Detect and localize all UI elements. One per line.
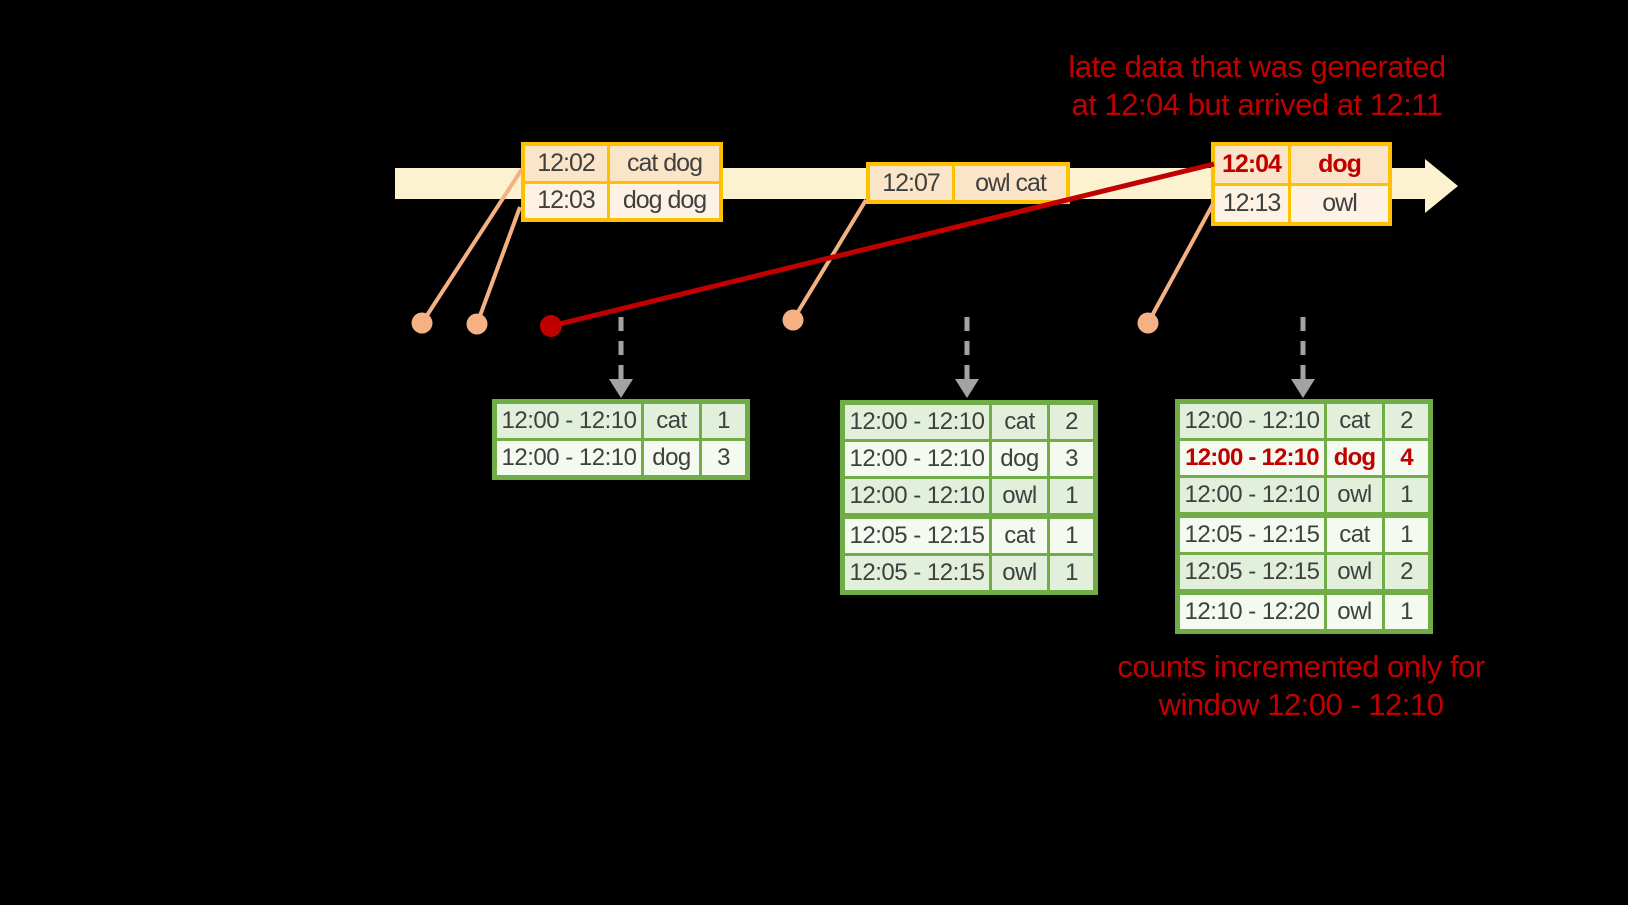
result-cell-count: 1 (699, 400, 749, 441)
event-dot-1213 (1137, 312, 1159, 334)
result-cell-word: owl (989, 553, 1050, 594)
event-time: 12:02 (525, 146, 607, 181)
event-words: owl (1291, 185, 1388, 222)
result-cell-window: 12:05 - 12:15 (841, 513, 992, 556)
counts-annotation-line1: counts incremented only for (1117, 649, 1485, 684)
late-data-annotation-line2: at 12:04 but arrived at 12:11 (1071, 87, 1443, 122)
result-cell-window: 12:00 - 12:10 (1176, 400, 1327, 441)
result-cell-count: 3 (699, 438, 749, 479)
event-dot-1203 (466, 313, 488, 335)
connector-line-1213 (1146, 203, 1215, 324)
result-cell-word: owl (989, 476, 1050, 518)
connector-line-1202 (420, 167, 524, 325)
event-words: owl cat (955, 166, 1066, 200)
result-cell-window: 12:00 - 12:10 (1176, 475, 1327, 517)
result-cell-word: cat (989, 401, 1050, 442)
late-data-annotation-line1: late data that was generated (1068, 49, 1446, 84)
result-cell-count: 4 (1382, 438, 1432, 478)
result-cell-window: 12:00 - 12:10 (493, 438, 644, 479)
result-cell-window: 12:00 - 12:10 (841, 476, 992, 518)
connector-line-1203 (475, 206, 522, 325)
result-cell-word: dog (989, 439, 1050, 479)
late-data-annotation: late data that was generated at 12:04 bu… (997, 48, 1517, 124)
event-time: 12:03 (525, 183, 607, 218)
result-cell-window: 12:00 - 12:10 (841, 439, 992, 479)
event-dot-1207 (782, 309, 804, 331)
result-cell-count: 1 (1047, 513, 1097, 556)
event-words: dog (1291, 146, 1388, 183)
counts-annotation-line2: window 12:00 - 12:10 (1158, 687, 1444, 722)
result-cell-word: cat (641, 400, 702, 441)
result-cell-count: 1 (1047, 476, 1097, 518)
result-cell-count: 1 (1382, 512, 1432, 555)
event-time: 12:13 (1215, 185, 1288, 222)
event-dot-1202 (411, 312, 433, 334)
event-time: 12:07 (870, 166, 952, 200)
result-cell-word: cat (1324, 512, 1385, 555)
trigger-arrowhead-1-icon (609, 379, 633, 398)
result-cell-count: 1 (1047, 553, 1097, 594)
timeline-arrowhead-icon (1425, 159, 1458, 213)
result-cell-word: dog (1324, 438, 1385, 478)
result-cell-window: 12:00 - 12:10 (493, 400, 644, 441)
result-cell-count: 1 (1382, 475, 1432, 517)
late-event-dot (540, 315, 562, 337)
result-cell-count: 2 (1382, 552, 1432, 594)
result-cell-window: 12:05 - 12:15 (841, 553, 992, 594)
late-data-connector-line (550, 161, 1215, 329)
result-cell-count: 2 (1382, 400, 1432, 441)
result-cell-count: 1 (1382, 589, 1432, 633)
result-cell-window: 12:05 - 12:15 (1176, 512, 1327, 555)
result-cell-count: 3 (1047, 439, 1097, 479)
result-cell-word: owl (1324, 475, 1385, 517)
result-cell-window: 12:05 - 12:15 (1176, 552, 1327, 594)
event-words: cat dog (610, 146, 719, 181)
result-cell-word: owl (1324, 589, 1385, 633)
result-cell-word: cat (989, 513, 1050, 556)
result-cell-word: owl (1324, 552, 1385, 594)
result-cell-window: 12:00 - 12:10 (841, 401, 992, 442)
result-cell-window: 12:00 - 12:10 (1176, 438, 1327, 478)
trigger-arrowhead-3-icon (1291, 379, 1315, 398)
counts-annotation: counts incremented only for window 12:00… (1041, 648, 1561, 724)
result-cell-count: 2 (1047, 401, 1097, 442)
result-cell-window: 12:10 - 12:20 (1176, 589, 1327, 633)
event-time: 12:04 (1215, 146, 1288, 183)
event-words: dog dog (610, 183, 719, 218)
result-cell-word: dog (641, 438, 702, 479)
result-cell-word: cat (1324, 400, 1385, 441)
trigger-arrowhead-2-icon (955, 379, 979, 398)
